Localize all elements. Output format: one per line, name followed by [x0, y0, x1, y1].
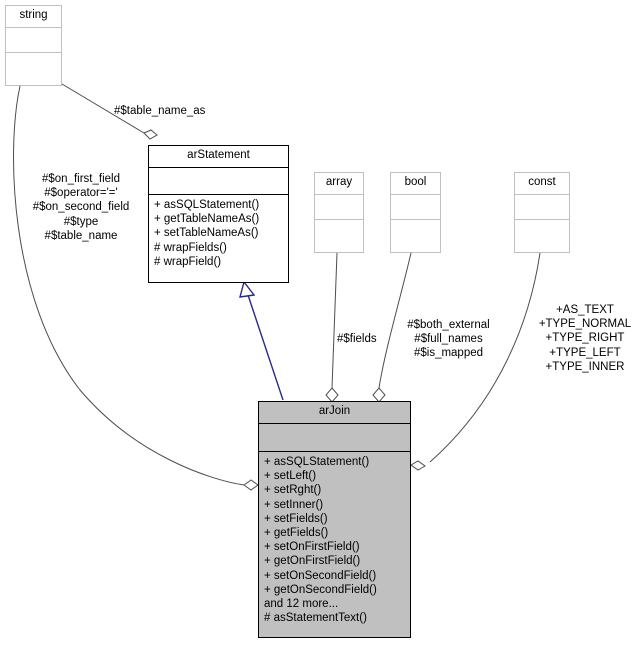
edge-label-line: +TYPE_INNER: [545, 360, 625, 373]
operation-item: + setInner(): [264, 498, 324, 511]
edge-label-line: +TYPE_RIGHT: [545, 332, 625, 345]
class-box-string[interactable]: string: [5, 5, 62, 86]
class-attributes-array: [315, 195, 363, 220]
edge-array-arjoin: [325, 252, 339, 403]
class-title-arstatement: arStatement: [149, 146, 288, 168]
class-box-arstatement[interactable]: arStatement + asSQLStatement() + getTabl…: [148, 145, 289, 283]
edge-label-line: #$on_first_field: [42, 173, 120, 185]
edge-label-line: #$operator='=': [44, 187, 118, 200]
edge-label-line: #$both_external: [407, 319, 490, 331]
operation-item: + setLeft(): [264, 470, 317, 483]
operation-more-indicator: and 12 more...: [264, 598, 339, 611]
class-attributes-arstatement: [149, 168, 288, 195]
operation-item: + setRght(): [264, 484, 322, 497]
operation-item: + getFields(): [264, 527, 329, 540]
class-title-string: string: [6, 6, 61, 28]
edge-label-line: #$fields: [337, 333, 377, 345]
class-attributes-string: [6, 28, 61, 53]
edge-label-line: +AS_TEXT: [556, 304, 614, 316]
operation-item: + setTableNameAs(): [154, 227, 259, 240]
class-box-const[interactable]: const: [514, 172, 570, 253]
edge-label-line: +TYPE_LEFT: [549, 346, 621, 359]
operation-item: + asSQLStatement(): [154, 199, 260, 211]
operation-item: # asStatementText(): [264, 612, 367, 625]
aggregation-diamond: [372, 387, 386, 403]
edge-label-line: #$is_mapped: [413, 347, 484, 360]
class-box-bool[interactable]: bool: [390, 172, 441, 253]
class-title-bool: bool: [391, 173, 440, 195]
operation-item: + getOnFirstField(): [264, 555, 361, 568]
operation-item: # wrapFields(): [154, 241, 227, 254]
class-attributes-bool: [391, 195, 440, 220]
class-title-array: array: [315, 173, 363, 195]
class-title-arjoin: arJoin: [259, 402, 410, 424]
operation-item: + setOnSecondField(): [264, 569, 377, 582]
class-box-array[interactable]: array: [314, 172, 364, 253]
operation-item: + setOnFirstField(): [264, 541, 360, 554]
operation-item: + getTableNameAs(): [154, 213, 260, 226]
inheritance-arrowhead: [239, 280, 256, 298]
class-operations-array: [315, 220, 363, 246]
class-attributes-const: [515, 195, 569, 220]
class-operations-const: [515, 220, 569, 246]
edge-label-bool-arjoin: #$both_external #$full_names #$is_mapped: [400, 318, 497, 361]
edge-label-line: +TYPE_NORMAL: [538, 318, 632, 331]
edge-label-array-arjoin: #$fields: [337, 332, 377, 346]
aggregation-diamond: [325, 387, 339, 403]
edge-label-line: #$table_name_as: [114, 105, 206, 117]
operation-item: + setFields(): [264, 512, 328, 525]
class-title-const: const: [515, 173, 569, 195]
class-operations-arjoin: + asSQLStatement() + setLeft() + setRght…: [259, 452, 410, 631]
edge-label-line: #$full_names: [414, 333, 483, 346]
edge-label-string-arjoin: #$on_first_field #$operator='=' #$on_sec…: [17, 172, 145, 243]
aggregation-diamond: [243, 479, 259, 491]
edge-label-line: #$on_second_field: [32, 201, 130, 214]
edge-const-arjoin: [410, 252, 541, 471]
edge-arjoin-arstatement-inheritance: [239, 280, 284, 401]
edge-label-line: #$table_name: [44, 229, 118, 242]
aggregation-diamond: [410, 460, 426, 471]
operation-item: # wrapField(): [154, 255, 222, 268]
aggregation-diamond: [143, 129, 158, 140]
edge-string-arstatement: [61, 83, 158, 140]
edge-label-const-arjoin: +AS_TEXT +TYPE_NORMAL +TYPE_RIGHT +TYPE_…: [529, 303, 641, 374]
edge-label-string-arstatement: #$table_name_as: [114, 104, 205, 118]
class-attributes-arjoin: [259, 424, 410, 452]
edge-label-line: #$type: [63, 215, 99, 228]
class-operations-arstatement: + asSQLStatement() + getTableNameAs() + …: [149, 195, 288, 275]
class-operations-string: [6, 53, 61, 79]
class-operations-bool: [391, 220, 440, 246]
class-box-arjoin[interactable]: arJoin + asSQLStatement() + setLeft() + …: [258, 401, 411, 638]
operation-item: + asSQLStatement(): [264, 456, 370, 468]
operation-item: + getOnSecondField(): [264, 583, 377, 596]
